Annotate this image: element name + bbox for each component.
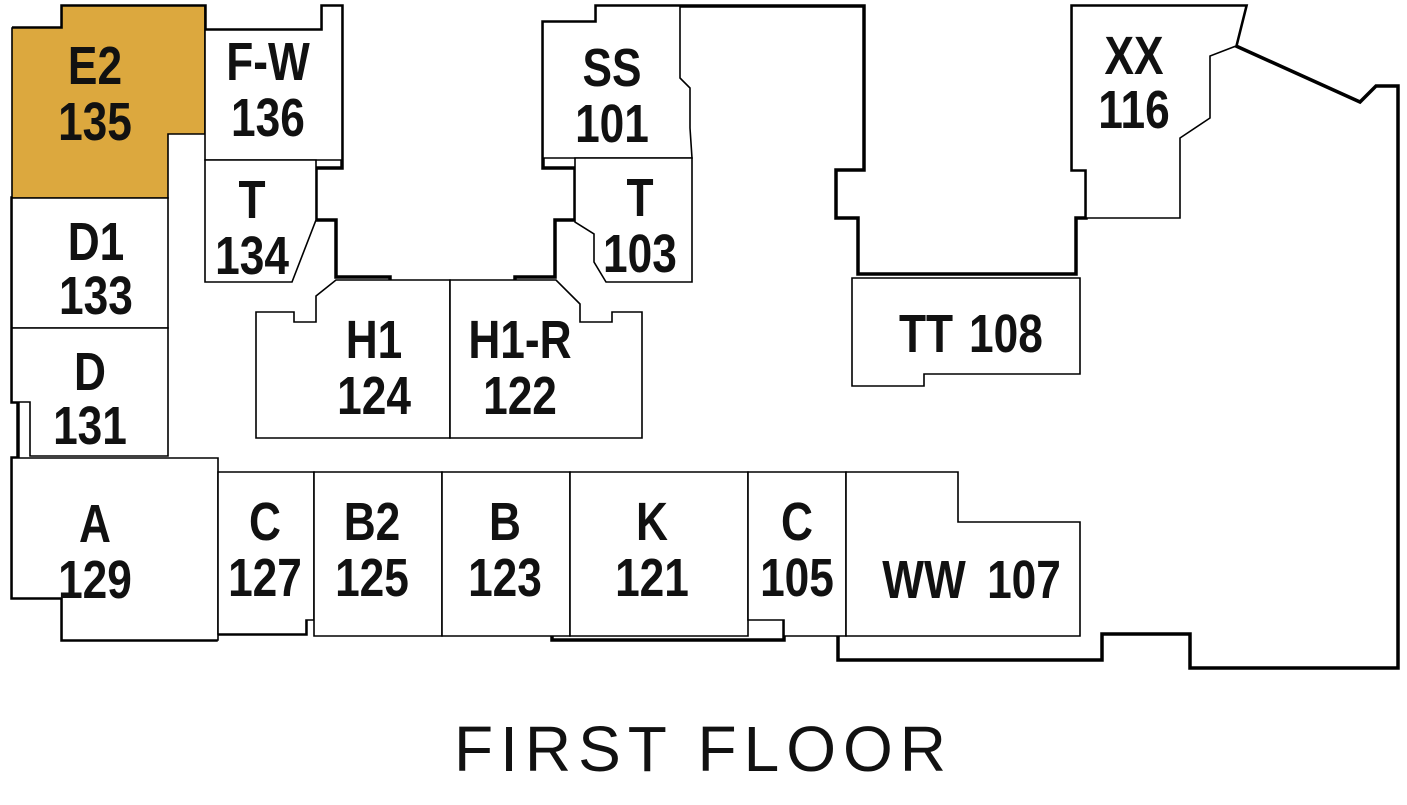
unit-type-label: C bbox=[249, 492, 281, 552]
unit-tt-108[interactable] bbox=[851, 277, 1081, 387]
unit-number-label: 127 bbox=[228, 548, 302, 608]
unit-type-label: D bbox=[74, 342, 106, 402]
unit-shape bbox=[449, 279, 643, 439]
unit-h1r-122[interactable] bbox=[449, 279, 643, 439]
unit-type-label: XX bbox=[1104, 26, 1163, 86]
unit-number-label: 107 bbox=[987, 550, 1061, 610]
unit-type-label: A bbox=[79, 494, 111, 554]
unit-type-label: C bbox=[781, 492, 813, 552]
unit-t-103[interactable] bbox=[574, 157, 693, 283]
unit-number-label: 121 bbox=[615, 548, 689, 608]
unit-number-label: 108 bbox=[969, 304, 1043, 364]
unit-type-label: B2 bbox=[344, 492, 401, 552]
unit-shape bbox=[11, 327, 169, 457]
unit-type-label: H1-R bbox=[468, 310, 571, 370]
unit-type-label: H1 bbox=[346, 310, 403, 370]
unit-number-label: 105 bbox=[760, 548, 834, 608]
unit-type-label: SS bbox=[582, 38, 641, 98]
unit-number-label: 129 bbox=[58, 550, 132, 610]
unit-type-label: F-W bbox=[226, 32, 310, 92]
unit-shape bbox=[204, 159, 317, 283]
unit-t-134[interactable] bbox=[204, 159, 317, 283]
unit-number-label: 122 bbox=[483, 366, 557, 426]
unit-number-label: 133 bbox=[59, 266, 133, 326]
unit-number-label: 116 bbox=[1098, 80, 1169, 140]
unit-shape bbox=[11, 457, 219, 641]
unit-shape bbox=[569, 471, 749, 637]
unit-type-label: WW bbox=[882, 550, 966, 610]
unit-number-label: 123 bbox=[468, 548, 542, 608]
unit-d-131[interactable] bbox=[11, 327, 169, 457]
unit-type-label: E2 bbox=[68, 36, 122, 96]
unit-type-label: B bbox=[489, 492, 521, 552]
unit-shape bbox=[255, 279, 451, 439]
unit-type-label: TT bbox=[899, 304, 953, 364]
unit-a-129[interactable] bbox=[11, 457, 219, 641]
unit-shape bbox=[1071, 5, 1248, 219]
floor-plan: E2 135 F-W 136 T 134 D1 133 D 131 A 129 … bbox=[10, 4, 1400, 670]
unit-type-label: T bbox=[238, 170, 265, 230]
unit-xx-116[interactable] bbox=[1071, 5, 1248, 219]
unit-number-label: 124 bbox=[337, 366, 411, 426]
unit-k-121[interactable] bbox=[569, 471, 749, 637]
unit-shape bbox=[851, 277, 1081, 387]
unit-h1-124[interactable] bbox=[255, 279, 451, 439]
unit-shape bbox=[845, 471, 1081, 637]
unit-type-label: T bbox=[626, 168, 653, 228]
floor-title: FIRST FLOOR bbox=[454, 713, 953, 785]
unit-shape bbox=[574, 157, 693, 283]
unit-number-label: 136 bbox=[231, 88, 305, 148]
unit-number-label: 131 bbox=[53, 396, 127, 456]
unit-type-label: K bbox=[636, 492, 668, 552]
unit-number-label: 101 bbox=[575, 94, 649, 154]
unit-number-label: 134 bbox=[215, 226, 289, 286]
unit-type-label: D1 bbox=[68, 212, 125, 272]
unit-ww-107[interactable] bbox=[845, 471, 1081, 637]
unit-number-label: 103 bbox=[603, 224, 677, 284]
unit-number-label: 125 bbox=[335, 548, 409, 608]
unit-number-label: 135 bbox=[58, 92, 132, 152]
